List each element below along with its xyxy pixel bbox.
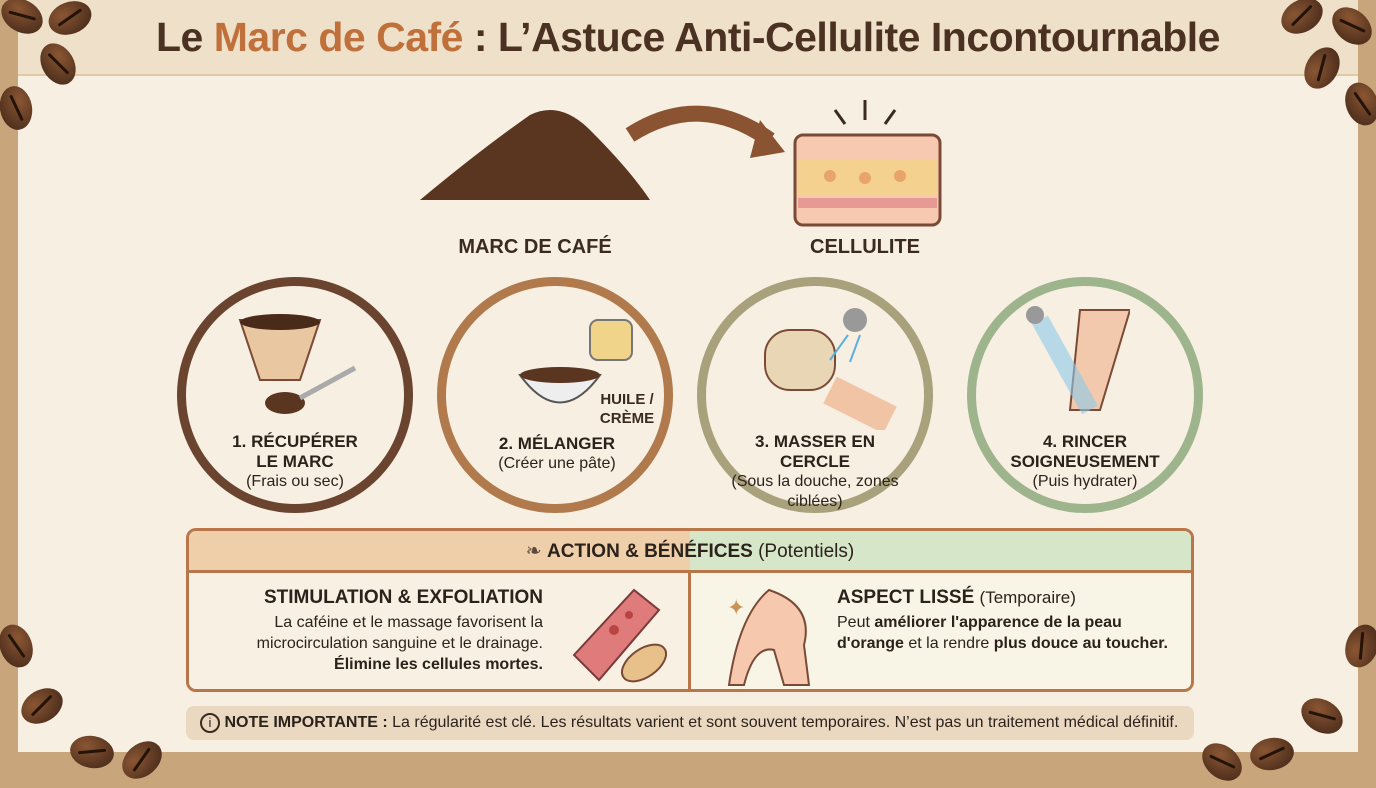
arrow-right-icon: → bbox=[679, 382, 699, 404]
panel-subtitle: (Potentiels) bbox=[758, 541, 855, 562]
step-subtitle: (Créer une pâte) bbox=[498, 455, 616, 472]
oil-jug-icon bbox=[589, 319, 633, 361]
step-title: LE MARC bbox=[256, 452, 334, 471]
title-accent: Marc de Café bbox=[213, 14, 464, 60]
step-illustrations bbox=[238, 306, 1130, 430]
text-bold: plus douce au toucher. bbox=[993, 635, 1168, 652]
panel-header: ❧ ACTION & BÉNÉFICES (Potentiels) bbox=[189, 531, 1191, 573]
arrow-right-icon: → bbox=[416, 382, 436, 404]
svg-text:✦: ✦ bbox=[727, 595, 745, 620]
arrow-right-icon: → bbox=[943, 382, 963, 404]
step-title: 2. MÉLANGER bbox=[498, 434, 616, 453]
step-title: 1. RÉCUPÉRER bbox=[232, 432, 358, 451]
stimulation-section: STIMULATION & EXFOLIATION La caféine et … bbox=[189, 573, 691, 689]
title-bar bbox=[18, 0, 1358, 76]
section-subtitle: (Temporaire) bbox=[979, 588, 1076, 607]
note-text: La régularité est clé. Les résultats var… bbox=[387, 714, 1179, 731]
benefits-panel: ❧ ACTION & BÉNÉFICES (Potentiels) STIMUL… bbox=[186, 528, 1194, 692]
note-label: NOTE IMPORTANTE : bbox=[224, 714, 388, 731]
text-bold: améliorer l'apparence de la peau d'orang… bbox=[837, 614, 1122, 652]
panel-title: ACTION & BÉNÉFICES bbox=[546, 541, 753, 562]
smooth-skin-section: ✦ ASPECT LISSÉ (Temporaire) Peut amélior… bbox=[691, 573, 1191, 689]
step-2-text: 2. MÉLANGER (Créer une pâte) bbox=[457, 434, 657, 474]
cellulite-label: CELLULITE bbox=[810, 236, 920, 258]
section-text: La caféine et le massage favorisent la m… bbox=[256, 614, 543, 652]
coffee-grounds-label: MARC DE CAFÉ bbox=[458, 236, 612, 258]
step-title: SOIGNEUSEMENT bbox=[1010, 452, 1160, 471]
shower-head-icon bbox=[829, 308, 867, 363]
page-title: Le Marc de Café : L’Astuce Anti-Cellulit… bbox=[0, 14, 1376, 61]
coffee-filter-icon bbox=[238, 314, 322, 381]
bowl-icon bbox=[518, 367, 602, 404]
step-3-text: 3. MASSER EN CERCLE(Sous la douche, zone… bbox=[720, 432, 910, 512]
curved-arrow-icon bbox=[625, 105, 775, 147]
important-note: i NOTE IMPORTANTE : La régularité est cl… bbox=[186, 706, 1194, 740]
step-title: 3. MASSER EN CERCLE bbox=[755, 432, 875, 471]
section-text: Peut améliorer l'apparence de la peau d'… bbox=[837, 612, 1177, 654]
section-bold-text: Élimine les cellules mortes. bbox=[334, 656, 543, 673]
massage-mitt-icon bbox=[764, 329, 897, 430]
step-subtitle: (Puis hydrater) bbox=[1032, 473, 1138, 490]
step-3 bbox=[697, 277, 933, 513]
title-part: : L’Astuce Anti-Cellulite Incontournable bbox=[462, 14, 1221, 60]
blood-vessel-brush-icon bbox=[572, 588, 667, 683]
section-title: STIMULATION & EXFOLIATION bbox=[264, 587, 543, 608]
oil-cream-note: HUILE / CRÈME bbox=[599, 391, 655, 427]
skin-layers-icon bbox=[793, 133, 942, 227]
step-title: 4. RINCER bbox=[1042, 432, 1128, 451]
text-part: Peut bbox=[837, 614, 875, 631]
smooth-leg-icon: ✦ bbox=[727, 588, 811, 686]
info-icon: i bbox=[200, 712, 220, 733]
hero-illustration bbox=[420, 100, 942, 227]
step-subtitle: (Sous la douche, zones ciblées) bbox=[731, 473, 899, 510]
title-part: Le bbox=[156, 14, 214, 60]
spoon-icon bbox=[265, 365, 357, 414]
step-subtitle: (Frais ou sec) bbox=[246, 473, 344, 490]
text-part: et la rendre bbox=[903, 635, 994, 652]
legs-rinse-icon bbox=[1026, 306, 1130, 415]
leaf-icon: ❧ bbox=[525, 541, 542, 562]
section-title: ASPECT LISSÉ bbox=[837, 587, 975, 608]
coffee-grounds-pile-icon bbox=[420, 110, 650, 200]
